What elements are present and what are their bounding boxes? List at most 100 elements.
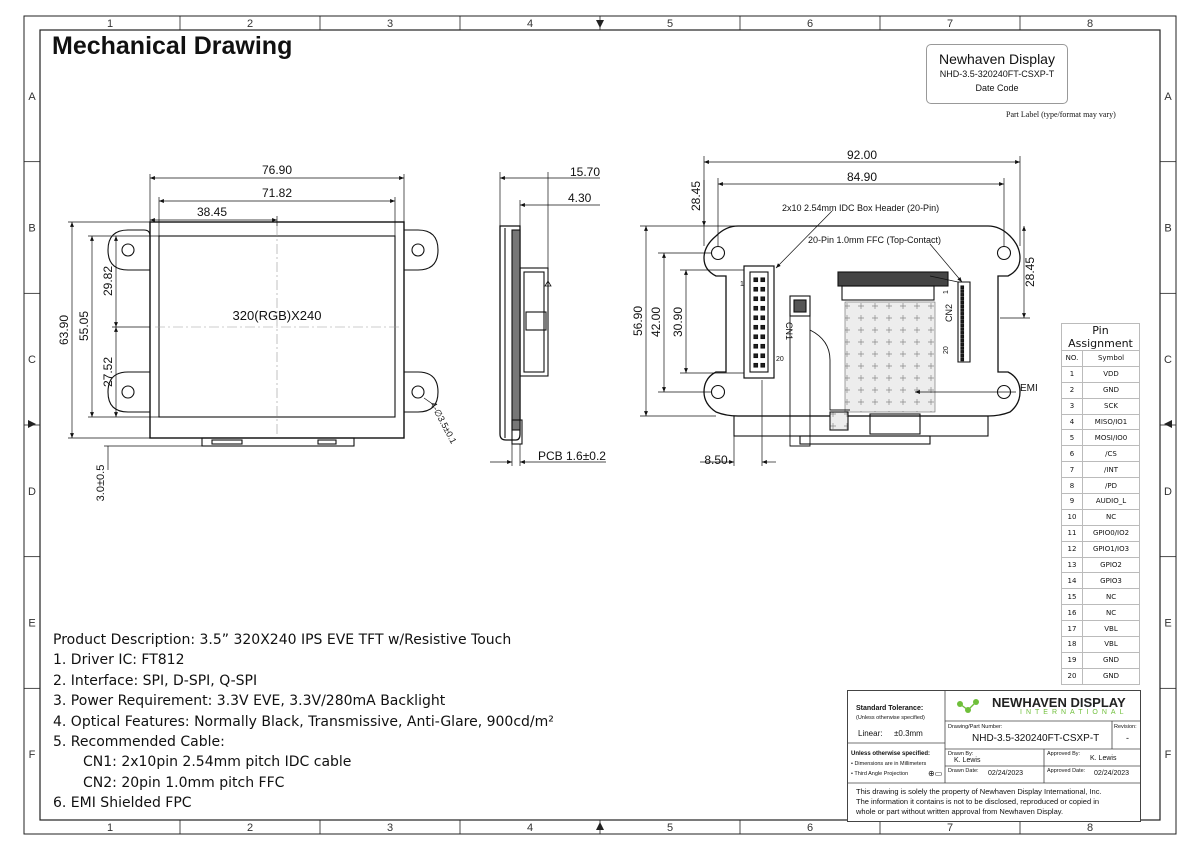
- pin-no: 18: [1060, 636, 1084, 653]
- property-line-1: This drawing is solely the property of N…: [856, 787, 1102, 796]
- pin-col-symbol: Symbol: [1082, 350, 1140, 367]
- connector-pin: [760, 315, 766, 321]
- description-item: 5. Recommended Cable:: [53, 734, 225, 751]
- pin-symbol: SCK: [1082, 397, 1140, 415]
- zone-col-label: 3: [387, 18, 393, 30]
- connector-pin: [960, 300, 965, 305]
- pcb-note: PCB 1.6±0.2: [538, 449, 606, 463]
- pin-no: 19: [1060, 651, 1084, 669]
- zone-col-label: 2: [247, 18, 253, 30]
- connector-pin: [760, 343, 766, 349]
- pin-symbol: GND: [1082, 381, 1140, 399]
- zone-row-label: D: [28, 486, 36, 498]
- dim-28-45-left: 28.45: [689, 181, 703, 211]
- dim-42-00: 42.00: [649, 307, 663, 337]
- dim-27-52: 27.52: [101, 357, 115, 387]
- zone-col-label: 5: [667, 822, 673, 834]
- connector-pin: [753, 286, 759, 292]
- dim-15-70: 15.70: [570, 165, 600, 179]
- rev-label: Revision:: [1114, 724, 1137, 730]
- zone-col-label: 6: [807, 18, 813, 30]
- projection-icon: ⊕▭: [928, 769, 943, 778]
- pin-symbol: MOSI/IO0: [1082, 429, 1140, 447]
- zone-col-label: 5: [667, 18, 673, 30]
- pin-symbol: GPIO0/IO2: [1082, 524, 1140, 542]
- drawn-by: K. Lewis: [954, 757, 981, 764]
- zone-row-label: B: [28, 223, 35, 235]
- connector-pin: [960, 285, 965, 290]
- page-title: Mechanical Drawing: [52, 32, 293, 60]
- cn1-pins: [753, 277, 766, 368]
- zone-row-label: E: [28, 618, 35, 630]
- description-item: CN1: 2x10pin 2.54mm pitch IDC cable: [83, 754, 352, 771]
- connector-pin: [753, 315, 759, 321]
- pin-symbol: GPIO2: [1082, 556, 1140, 574]
- note-projection: • Third Angle Projection: [851, 771, 909, 777]
- pin-row: 7/INT: [1060, 461, 1140, 479]
- dim-29-82: 29.82: [101, 266, 115, 296]
- zone-col-label: 7: [947, 18, 953, 30]
- drawn-date-label: Drawn Date:: [948, 768, 979, 774]
- pin-no: 15: [1060, 588, 1084, 606]
- zone-row-label: A: [1164, 91, 1172, 103]
- zone-row-label: F: [1165, 749, 1172, 761]
- connector-pin: [753, 334, 759, 340]
- connector-pin: [753, 353, 759, 359]
- connector-pin: [960, 308, 965, 312]
- dim-76-90: 76.90: [262, 163, 292, 177]
- pin-no: 7: [1060, 461, 1084, 479]
- pin-no: 3: [1060, 397, 1084, 415]
- product-description: Product Description: 3.5” 320X240 IPS EV…: [53, 630, 554, 814]
- pin-no: 1: [1060, 365, 1084, 383]
- dim-8-50: 8.50: [704, 453, 728, 467]
- linear-label: Linear:: [858, 729, 883, 738]
- property-line-2: The information it contains is not to be…: [856, 797, 1100, 806]
- front-view: [68, 174, 439, 470]
- cn2-label: CN2: [944, 304, 954, 322]
- connector-pin: [960, 293, 965, 297]
- pin-symbol: /INT: [1082, 461, 1140, 479]
- connector-pin: [760, 362, 766, 368]
- property-line-3: whole or part without written approval f…: [856, 807, 1064, 816]
- cn1-pin-1: 1: [740, 281, 744, 288]
- dim-56-90: 56.90: [631, 306, 645, 336]
- connector-pin: [960, 289, 965, 293]
- dwg-label: Drawing/Part Number:: [948, 724, 1003, 730]
- pin-no: 12: [1060, 540, 1084, 558]
- dwg-value: NHD-3.5-320240FT-CSXP-T: [972, 733, 1100, 744]
- linear-value: ±0.3mm: [894, 729, 923, 738]
- zone-col-label: 1: [107, 822, 113, 834]
- connector-pin: [960, 357, 965, 362]
- connector-pin: [760, 353, 766, 359]
- pin-no: 9: [1060, 493, 1084, 510]
- connector-pin: [753, 277, 759, 283]
- connector-pin: [960, 319, 965, 324]
- dim-38-45: 38.45: [197, 205, 227, 219]
- pin-symbol: /PD: [1082, 477, 1140, 495]
- zone-col-label: 7: [947, 822, 953, 834]
- pin-no: 16: [1060, 604, 1084, 622]
- pin-no: 13: [1060, 556, 1084, 574]
- dim-28-45-right: 28.45: [1023, 257, 1037, 287]
- pin-no: 6: [1060, 445, 1084, 463]
- pin-symbol: VBL: [1082, 620, 1140, 638]
- zone-row-label: C: [28, 354, 36, 366]
- drawn-date: 02/24/2023: [988, 770, 1024, 777]
- connector-pin: [960, 353, 965, 358]
- part-label-box: Newhaven Display NHD-3.5-320240FT-CSXP-T…: [926, 44, 1068, 104]
- zone-col-label: 4: [527, 822, 533, 834]
- description-item: 3. Power Requirement: 3.3V EVE, 3.3V/280…: [53, 693, 446, 710]
- brand-sub: INTERNATIONAL: [1020, 709, 1128, 716]
- pin-row: 8/PD: [1060, 477, 1140, 495]
- part-label-company: Newhaven Display: [939, 51, 1055, 67]
- pin-symbol: NC: [1082, 508, 1140, 526]
- connector-pin: [760, 324, 766, 330]
